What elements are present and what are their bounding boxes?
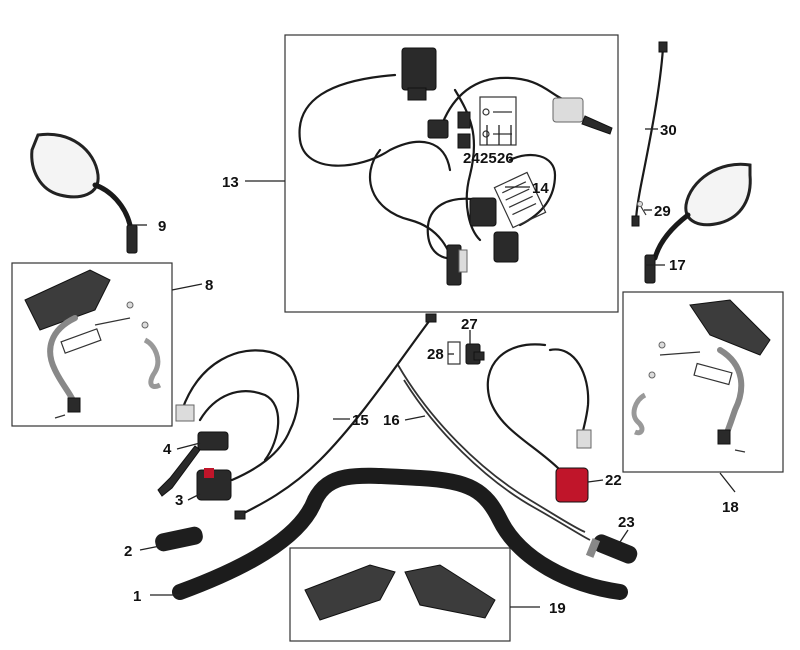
callout-4: 4 <box>163 441 172 458</box>
part-2-left-grip <box>155 526 203 552</box>
leader-lines <box>132 125 736 608</box>
callout-8: 8 <box>205 277 213 294</box>
callout-29: 29 <box>654 203 671 220</box>
part-29-bolt <box>637 201 647 216</box>
part-15-throttle-cable <box>234 313 437 520</box>
part-17-right-mirror <box>644 162 752 284</box>
connector-block <box>427 119 449 139</box>
callout-22: 22 <box>605 472 622 489</box>
part-22-right-switch <box>486 343 592 503</box>
assembly-box-8 <box>11 262 173 427</box>
callout-28: 28 <box>427 346 444 363</box>
callout-3: 3 <box>175 492 183 509</box>
callout-30: 30 <box>660 122 677 139</box>
part-16-dual-cable <box>397 364 591 541</box>
assembly-box-18 <box>622 291 784 473</box>
callout-labels: 1 2 3 4 8 9 13 14 15 16 17 18 19 22 23 2… <box>124 122 739 617</box>
part-13-harness <box>298 47 613 286</box>
part-9-left-mirror <box>30 132 138 254</box>
part-30-cable <box>631 41 668 227</box>
callout-24: 24 <box>463 150 480 167</box>
switch-housing-right <box>493 231 519 263</box>
callout-18: 18 <box>722 499 739 516</box>
callout-16: 16 <box>383 412 400 429</box>
callout-25: 25 <box>480 150 497 167</box>
part-28-bracket <box>447 341 461 365</box>
callout-23: 23 <box>618 514 635 531</box>
assembly-box-13 <box>284 34 619 313</box>
part-8-left-handguard-kit <box>24 269 162 419</box>
rear-brake-master-cylinder <box>552 97 584 123</box>
part-3-left-switch <box>196 468 232 501</box>
part-27-clamp <box>465 343 485 365</box>
switch-housing-left <box>469 197 497 227</box>
callout-19: 19 <box>549 600 566 617</box>
callout-9: 9 <box>158 218 166 235</box>
callout-14: 14 <box>532 180 549 197</box>
part-4-left-lever <box>157 349 300 497</box>
part-19-handguard-pair <box>304 564 496 621</box>
part-23-right-grip <box>585 534 638 564</box>
callout-26: 26 <box>497 150 514 167</box>
part-18-right-handguard-kit <box>631 299 771 453</box>
callout-1: 1 <box>133 588 141 605</box>
callout-2: 2 <box>124 543 132 560</box>
assembly-box-19 <box>289 547 511 642</box>
callout-17: 17 <box>669 257 686 274</box>
callout-15: 15 <box>352 412 369 429</box>
callout-13: 13 <box>222 174 239 191</box>
callout-27: 27 <box>461 316 478 333</box>
part-1-handlebar <box>172 467 628 600</box>
front-brake-master-cylinder <box>401 47 437 91</box>
